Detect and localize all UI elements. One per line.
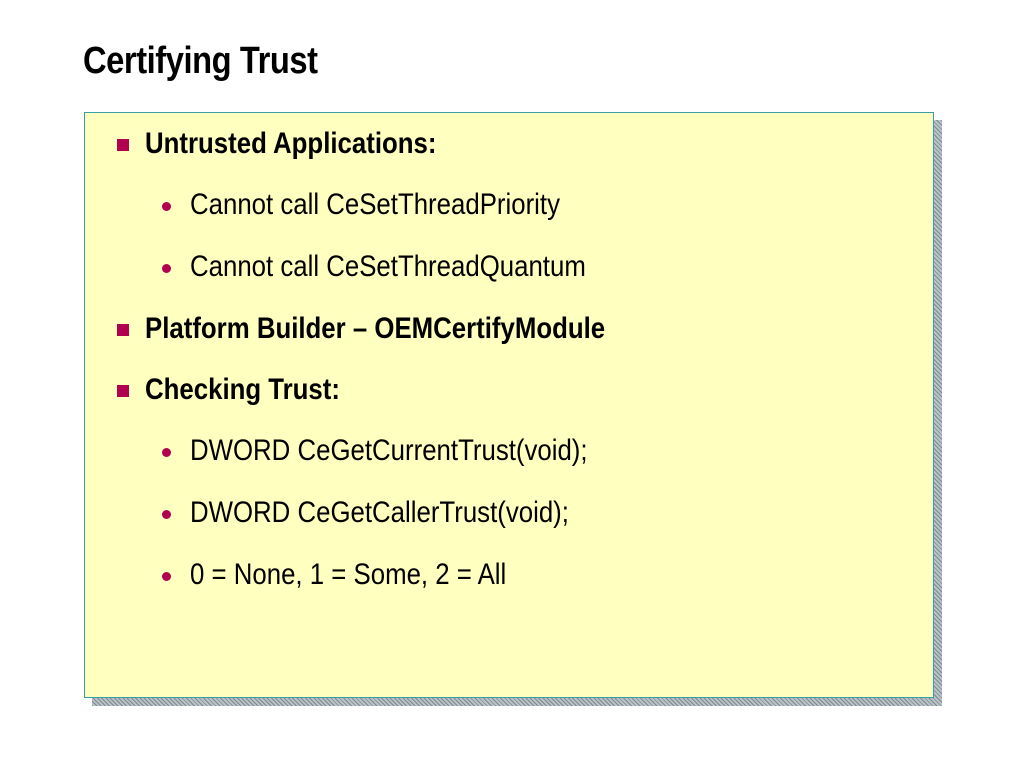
square-bullet-icon — [117, 385, 129, 397]
dot-bullet-icon — [162, 572, 171, 581]
square-bullet-icon — [117, 139, 129, 151]
sub-bullet-item: DWORD CeGetCurrentTrust(void); — [190, 434, 588, 467]
dot-bullet-icon — [162, 510, 171, 519]
content-box: Untrusted Applications: Cannot call CeSe… — [84, 112, 934, 698]
sub-bullet-item: 0 = None, 1 = Some, 2 = All — [190, 558, 507, 591]
bullet-item: Checking Trust: — [145, 373, 340, 406]
slide-title: Certifying Trust — [83, 40, 318, 82]
bullet-item: Platform Builder – OEMCertifyModule — [145, 312, 606, 345]
sub-bullet-item: Cannot call CeSetThreadQuantum — [190, 250, 586, 283]
dot-bullet-icon — [162, 264, 171, 273]
sub-bullet-item: Cannot call CeSetThreadPriority — [190, 188, 560, 221]
square-bullet-icon — [117, 324, 129, 336]
dot-bullet-icon — [162, 202, 171, 211]
dot-bullet-icon — [162, 448, 171, 457]
sub-bullet-item: DWORD CeGetCallerTrust(void); — [190, 496, 569, 529]
bullet-item: Untrusted Applications: — [145, 127, 437, 160]
bullet-list: Untrusted Applications: Cannot call CeSe… — [85, 113, 933, 697]
